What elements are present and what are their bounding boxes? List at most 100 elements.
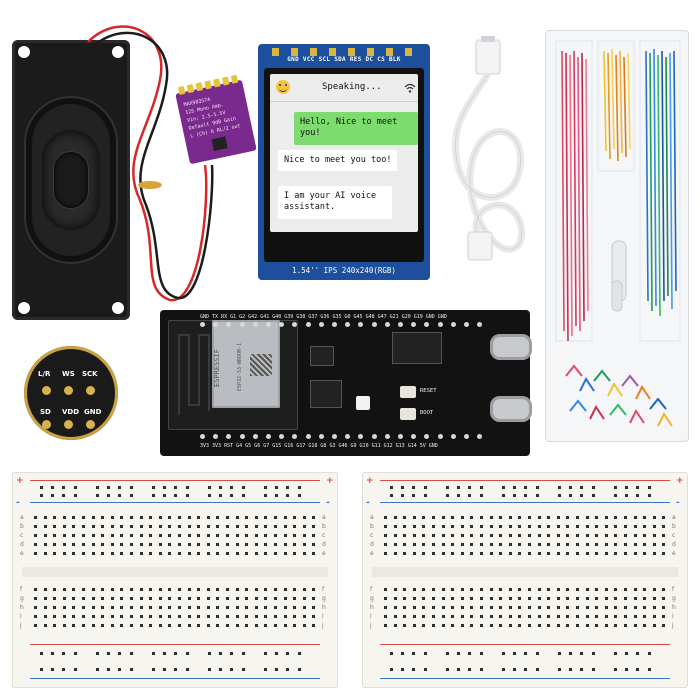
row-letter: b: [672, 523, 676, 530]
breadboard-hole: [254, 552, 258, 555]
breadboard-hole: [556, 606, 560, 609]
breadboard-hole: [479, 652, 483, 655]
breadboard-hole: [178, 588, 181, 591]
breadboard-hole: [178, 624, 181, 627]
breadboard-hole: [470, 615, 474, 618]
row-letter: a: [672, 514, 676, 521]
breadboard-hole: [101, 597, 105, 600]
breadboard-hole: [51, 668, 55, 671]
breadboard-hole: [139, 534, 143, 537]
breadboard-hole: [96, 668, 99, 671]
breadboard-hole: [62, 534, 66, 537]
breadboard-hole: [604, 615, 608, 618]
breadboard-hole: [614, 543, 618, 546]
breadboard-hole: [254, 516, 258, 519]
jumper-wire-box: [545, 30, 689, 442]
breadboard-hole: [174, 494, 178, 497]
breadboard-hole: [51, 494, 55, 497]
breadboard-hole: [591, 494, 595, 497]
reset-button[interactable]: [400, 386, 416, 398]
breadboard-hole: [652, 525, 656, 528]
usb-c-port[interactable]: [490, 334, 532, 360]
breadboard-hole: [423, 494, 427, 497]
breadboard-hole: [185, 652, 189, 655]
mount-hole: [112, 302, 124, 314]
esp-top-pin-labels: GND TX RX G1 G2 G42 G41 G40 G39 G38 G37 …: [200, 314, 447, 320]
breadboard-hole: [302, 516, 306, 519]
breadboard-hole: [206, 525, 210, 528]
breadboard-hole: [297, 486, 301, 489]
breadboard-hole: [139, 588, 143, 591]
breadboard-hole: [254, 597, 258, 600]
breadboard-hole: [264, 652, 267, 655]
breadboard-hole: [149, 534, 153, 537]
breadboard-hole: [72, 588, 76, 591]
smiley-icon: [276, 80, 290, 94]
breadboard-hole: [499, 588, 503, 591]
row-letter: j: [322, 622, 324, 629]
breadboard-hole: [245, 606, 249, 609]
breadboard-hole: [53, 597, 57, 600]
breadboard-hole: [643, 615, 647, 618]
breadboard-hole: [614, 668, 617, 671]
breadboard-hole: [460, 615, 464, 618]
breadboard-hole: [120, 615, 124, 618]
breadboard-hole: [547, 588, 551, 591]
breadboard-hole: [460, 516, 464, 519]
breadboard-hole: [197, 543, 201, 546]
breadboard-hole: [502, 486, 505, 489]
breadboard-hole: [187, 552, 191, 555]
breadboard-hole: [178, 543, 181, 546]
positive-rail-line: [380, 644, 670, 645]
breadboard-hole: [241, 652, 245, 655]
breadboard-hole: [633, 588, 637, 591]
rail-polarity-mark: +: [366, 476, 374, 486]
breadboard-hole: [235, 534, 239, 537]
usb-c-port[interactable]: [490, 396, 532, 422]
breadboard-hole: [72, 606, 76, 609]
breadboard-hole: [91, 516, 95, 519]
row-letter: b: [322, 523, 326, 530]
breadboard-hole: [423, 652, 427, 655]
breadboard-hole: [585, 516, 589, 519]
breadboard-hole: [158, 552, 162, 555]
breadboard-hole: [283, 624, 287, 627]
breadboard-hole: [101, 606, 105, 609]
breadboard-hole: [110, 615, 114, 618]
breadboard-hole: [312, 606, 316, 609]
breadboard-hole: [149, 597, 153, 600]
breadboard-hole: [82, 552, 85, 555]
esp32-s3-devboard: GND TX RX G1 G2 G42 G41 G40 G39 G38 G37 …: [160, 310, 532, 456]
row-letter: f: [20, 586, 23, 593]
header-pin: [424, 322, 430, 327]
header-pin: [464, 434, 469, 439]
breadboard-hole: [197, 552, 201, 555]
breadboard-hole: [624, 525, 627, 528]
breadboard-hole: [401, 486, 405, 489]
boot-button[interactable]: [400, 408, 416, 420]
row-letter: e: [20, 550, 24, 557]
row-letter: g: [672, 595, 676, 602]
breadboard-hole: [569, 652, 573, 655]
header-pin: [252, 322, 258, 327]
breadboard-hole: [206, 624, 210, 627]
rail-polarity-mark: -: [16, 498, 20, 508]
breadboard-hole: [43, 552, 47, 555]
breadboard-hole: [591, 486, 595, 489]
breadboard-hole: [614, 606, 618, 609]
breadboard-hole: [446, 652, 449, 655]
breadboard-hole: [432, 543, 435, 546]
breadboard-hole: [556, 597, 560, 600]
breadboard-hole: [643, 534, 647, 537]
breadboard-hole: [34, 615, 37, 618]
breadboard-hole: [120, 588, 124, 591]
breadboard-hole: [457, 494, 461, 497]
breadboard-hole: [614, 624, 618, 627]
breadboard-hole: [158, 516, 162, 519]
breadboard-hole: [185, 486, 189, 489]
breadboard-hole: [91, 543, 95, 546]
breadboard-hole: [293, 525, 297, 528]
breadboard-hole: [187, 534, 191, 537]
breadboard-hole: [82, 588, 85, 591]
breadboard-hole: [293, 552, 297, 555]
